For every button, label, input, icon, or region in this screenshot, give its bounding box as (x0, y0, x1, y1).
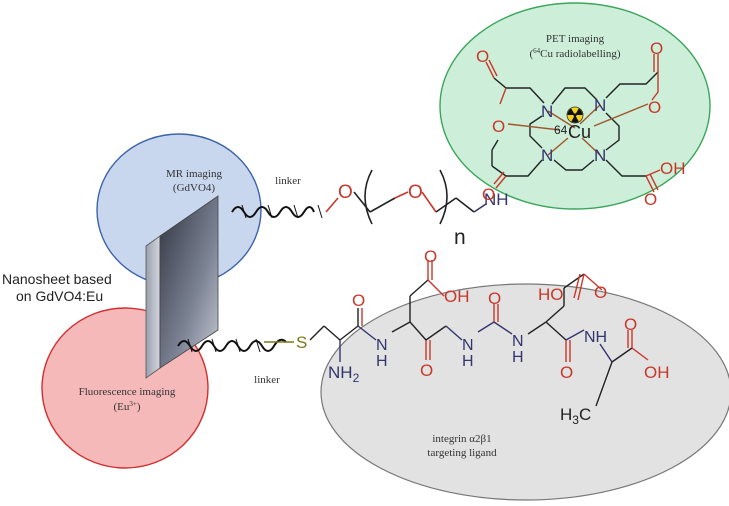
urea-n-1: N (462, 337, 474, 354)
cu-symbol: Cu (568, 122, 591, 142)
amide-h-1: H (376, 353, 388, 370)
ala-oxygen: O (624, 315, 637, 334)
cys-amine: NH2 (328, 363, 360, 385)
dota-o-topleft: O (476, 47, 489, 66)
dota-o-bottomleft: O (482, 185, 495, 204)
urea-oxygen: O (488, 289, 501, 308)
peg-oxygen-2: O (408, 182, 423, 203)
dota-o-right: O (648, 98, 661, 117)
fluor-title: Fluorescence imaging (79, 386, 176, 398)
mr-title: MR imaging (166, 168, 222, 180)
integrin-label-line2: targeting ligand (427, 447, 497, 459)
mr-subtitle: (GdVO4) (173, 182, 215, 194)
linker-top (231, 204, 323, 219)
amide-n-1: N (376, 337, 388, 354)
cys-oxygen: O (352, 291, 365, 310)
dota-o-left: O (492, 117, 505, 136)
dota-bonds (485, 54, 661, 193)
glu-ho: HO (538, 285, 564, 304)
dota-n1: N (541, 102, 553, 121)
linker-bottom (177, 338, 287, 353)
keto-oxygen: O (420, 361, 433, 380)
ligand-ellipse (320, 283, 729, 501)
dota-o-bottomright: O (644, 190, 657, 209)
glu-side-oxygen: O (594, 283, 607, 302)
nanosheet-label-line1: Nanosheet based (2, 271, 112, 287)
ala-nh: NH (584, 329, 607, 346)
dota-n3: N (594, 146, 606, 165)
urea-h-2: H (512, 349, 524, 366)
urea-h-1: H (462, 353, 474, 370)
pet-ellipse (439, 2, 711, 210)
asp-oh: OH (444, 287, 470, 306)
peg-amide-nh: NH (484, 190, 509, 209)
peg-repeat-n: n (454, 226, 466, 249)
ala-oh: OH (644, 363, 670, 382)
linker-bottom-label: linker (254, 374, 280, 386)
dota-oh: OH (660, 159, 686, 178)
peg-chain (325, 169, 487, 225)
radiation-icon (566, 106, 584, 124)
dota-n2: N (594, 96, 606, 115)
dota-o-topright: O (650, 39, 663, 58)
sulfur-atom: S (296, 333, 307, 352)
integrin-label-line1: integrin α2β1 (432, 433, 491, 445)
peg-oxygen-1: O (338, 182, 353, 203)
cu-mass-number: 64 (554, 123, 568, 137)
linker-top-label: linker (275, 175, 301, 187)
urea-n-2: N (512, 333, 524, 350)
dota-n4: N (541, 146, 553, 165)
peptide-bonds (264, 260, 649, 407)
nanosheet-label-line2: on GdVO4:Eu (16, 288, 103, 304)
pet-title: PET imaging (546, 33, 605, 45)
pet-subtitle: (64Cu radiolabelling) (529, 47, 620, 60)
ala-methyl: H3C (560, 405, 591, 427)
glu-amide-oxygen: O (560, 363, 573, 382)
nanosheet (145, 195, 219, 379)
asp-oxygen: O (424, 247, 437, 266)
fluor-subtitle: (Eu3+) (113, 400, 140, 413)
